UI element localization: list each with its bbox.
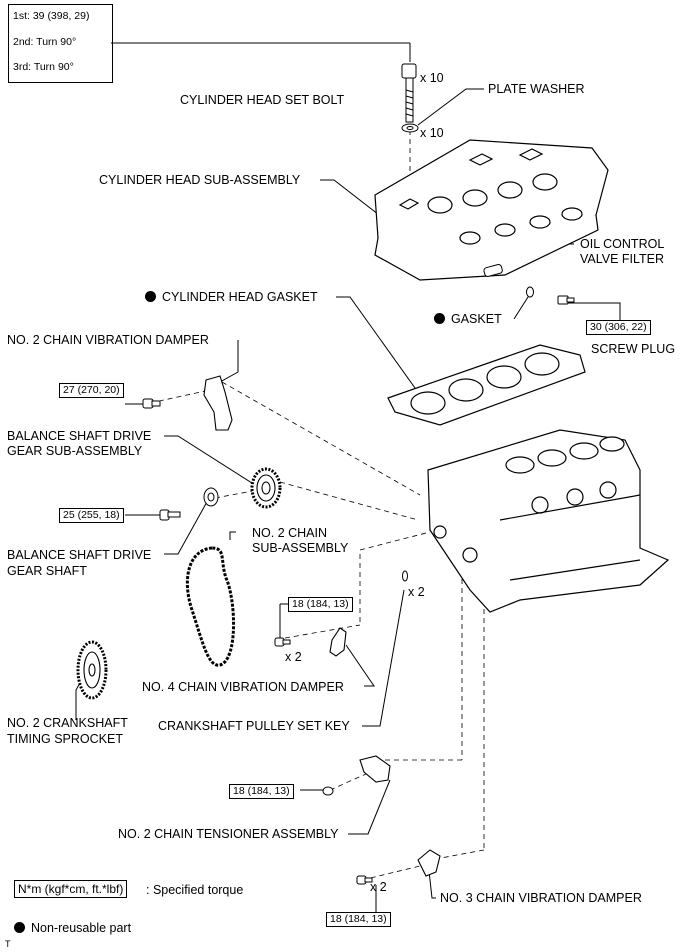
label-crankshaft-pulley-set-key: CRANKSHAFT PULLEY SET KEY: [158, 719, 350, 733]
label-crankshaft-sprocket-1: NO. 2 CRANKSHAFT: [7, 716, 128, 730]
torque-no3-damper: 18 (184, 13): [326, 912, 391, 927]
oil-control-valve-filter-icon: [483, 263, 503, 277]
torque-tensioner: 18 (184, 13): [229, 784, 294, 799]
qty-washer: x 10: [420, 126, 444, 140]
screw-plug-icon: [557, 295, 575, 305]
label-no2-chain-vibration-damper: NO. 2 CHAIN VIBRATION DAMPER: [7, 333, 209, 347]
legend-non-reusable-text: Non-reusable part: [31, 921, 132, 935]
qty-bolt: x 10: [420, 71, 444, 85]
cylinder-head-gasket-icon: [387, 344, 586, 426]
cylinder-head-icon: [374, 139, 609, 281]
torque-gear-shaft: 25 (255, 18): [59, 508, 124, 523]
no3-chain-vibration-damper-icon: [417, 849, 441, 877]
qty-set-key: x 2: [408, 585, 425, 599]
torque-screw-plug: 30 (306, 22): [586, 320, 651, 335]
torque-no2-damper: 27 (270, 20): [59, 383, 124, 398]
qty-no4-bolts: x 2: [285, 650, 302, 664]
label-gasket: GASKET: [434, 312, 502, 326]
crankshaft-sprocket-icon: [76, 640, 108, 700]
label-cylinder-head-set-bolt: CYLINDER HEAD SET BOLT: [180, 93, 345, 107]
label-crankshaft-sprocket-2: TIMING SPROCKET: [7, 732, 123, 746]
torque-step-3: 3rd: Turn 90°: [13, 61, 74, 73]
cylinder-head-bolt-icon: [401, 63, 417, 123]
label-no2-chain-tensioner: NO. 2 CHAIN TENSIONER ASSEMBLY: [118, 827, 339, 841]
balance-shaft-gear-icon: [250, 467, 282, 509]
no2-chain-tensioner-icon: [359, 755, 391, 783]
no2-chain-vibration-damper-icon: [203, 375, 233, 431]
no2-chain-icon: [185, 546, 236, 667]
plate-washer-icon: [401, 123, 419, 133]
cylinder-block-icon: [427, 429, 670, 613]
label-screw-plug: SCREW PLUG: [591, 342, 676, 356]
no3-damper-bolt-icon: [356, 875, 373, 885]
label-no4-chain-vibration-damper: NO. 4 CHAIN VIBRATION DAMPER: [142, 680, 344, 694]
non-reusable-dot-icon: [145, 291, 156, 302]
label-no2-chain-1: NO. 2 CHAIN: [252, 526, 328, 540]
damper-bolt-icon: [142, 398, 161, 409]
non-reusable-dot-icon: [434, 313, 445, 324]
legend-non-reusable: Non-reusable part: [14, 921, 131, 935]
label-gear-shaft-2: GEAR SHAFT: [7, 564, 87, 578]
torque-step-2: 2nd: Turn 90°: [13, 36, 77, 48]
label-balance-gear-sub-2: GEAR SUB-ASSEMBLY: [7, 444, 143, 458]
legend-torque-box: N*m (kgf*cm, ft.*lbf): [14, 880, 128, 898]
torque-sequence-box: 1st: 39 (398, 29) 2nd: Turn 90° 3rd: Tur…: [8, 4, 113, 83]
label-cylinder-head-gasket: CYLINDER HEAD GASKET: [145, 290, 318, 304]
label-no3-chain-vibration-damper: NO. 3 CHAIN VIBRATION DAMPER: [440, 891, 642, 905]
gasket-icon: [526, 286, 534, 298]
torque-step-1: 1st: 39 (398, 29): [13, 10, 90, 22]
qty-no3-bolts: x 2: [370, 880, 387, 894]
balance-gear-shaft-icon: [203, 487, 219, 507]
crankshaft-pulley-set-key-icon: [402, 570, 408, 582]
legend-torque-desc: : Specified torque: [146, 883, 244, 897]
no4-damper-bolt-icon: [274, 637, 291, 647]
non-reusable-dot-icon: [14, 922, 25, 933]
tensioner-nut-icon: [322, 786, 334, 796]
torque-no4-damper: 18 (184, 13): [288, 597, 353, 612]
gear-shaft-bolt-icon: [159, 509, 181, 521]
label-no2-chain-2: SUB-ASSEMBLY: [252, 541, 349, 555]
footer-mark: T: [5, 939, 11, 949]
label-oil-control-valve-filter-2: VALVE FILTER: [580, 252, 665, 266]
label-plate-washer: PLATE WASHER: [488, 82, 585, 96]
label-cylinder-head-gasket-text: CYLINDER HEAD GASKET: [162, 290, 318, 304]
label-oil-control-valve-filter-1: OIL CONTROL: [580, 237, 665, 251]
label-cylinder-head-sub-assembly: CYLINDER HEAD SUB-ASSEMBLY: [99, 173, 301, 187]
label-gasket-text: GASKET: [451, 312, 502, 326]
label-balance-gear-sub-1: BALANCE SHAFT DRIVE: [7, 429, 152, 443]
label-gear-shaft-1: BALANCE SHAFT DRIVE: [7, 548, 152, 562]
no4-chain-vibration-damper-icon: [329, 627, 347, 657]
